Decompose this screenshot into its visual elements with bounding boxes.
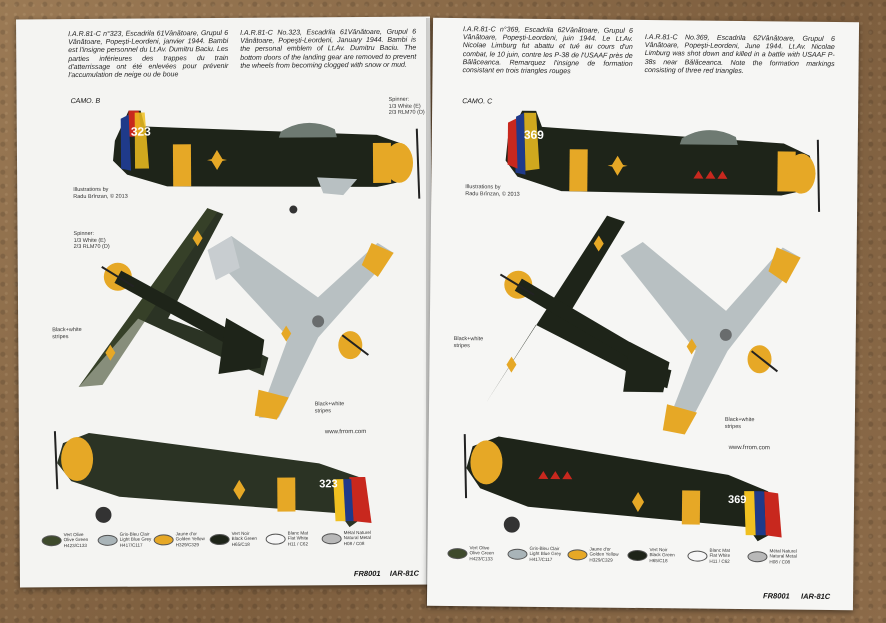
paint-swatch: Métal Naturel Natural Metal H08 / C08 xyxy=(321,530,371,546)
bottom-view-323 xyxy=(207,235,394,420)
paint-swatch: Jaune d'or Golden Yellow H329/C329 xyxy=(567,546,619,563)
serial-number: 369 xyxy=(728,494,746,506)
side-profile-369: 369 xyxy=(505,110,821,212)
paint-swatch: Gris-Bleu Clair Light Blue Grey H417/C11… xyxy=(507,546,561,562)
paint-swatch: Jaune d'or Golden Yellow H329/C329 xyxy=(153,531,205,547)
decal-sheet-right-page: I.A.R.81-C n°369, Escadrila 62Vânătoare,… xyxy=(426,17,860,611)
side-profile-323: 323 xyxy=(113,110,421,214)
footer-code: FR8001 xyxy=(763,591,790,601)
paint-swatch: Blanc Mat Flat White H11 / C62 xyxy=(687,548,730,564)
side-profile-323-right: 323 xyxy=(53,431,372,528)
footer-title: IAR-81C xyxy=(389,568,420,578)
footer-code: FR8001 xyxy=(353,568,381,579)
paint-swatch: Vert Olive Olive Green H423/C133 xyxy=(41,532,88,548)
bottom-view-369 xyxy=(620,241,801,435)
side-profile-369-right: 369 xyxy=(463,434,782,542)
serial-number: 323 xyxy=(319,478,337,490)
serial-number: 369 xyxy=(524,128,544,142)
top-view-369 xyxy=(485,215,672,405)
paint-swatch: Vert Olive Olive Green H423/C133 xyxy=(447,545,494,561)
decal-sheet-left-page: I.A.R.81-C n°323, Escadrila 61Vânătoare,… xyxy=(16,16,434,588)
footer-title: IAR-81C xyxy=(801,591,831,601)
paint-swatch: Métal Naturel Natural Metal H08 / C08 xyxy=(747,548,797,564)
paint-swatch: Blanc Mat Flat White H11 / C62 xyxy=(265,530,308,546)
paint-swatch: Gris-Bleu Clair Light Blue Grey H417/C11… xyxy=(97,532,151,548)
paint-swatch: Vert Noir Black Green H65/C18 xyxy=(209,531,257,547)
paint-swatch: Vert Noir Black Green H65/C18 xyxy=(627,547,675,563)
serial-number: 323 xyxy=(131,125,151,139)
aircraft-profiles-left: 323 xyxy=(53,110,421,528)
top-view-323 xyxy=(78,208,269,388)
aircraft-profiles-right: 369 xyxy=(463,110,821,542)
